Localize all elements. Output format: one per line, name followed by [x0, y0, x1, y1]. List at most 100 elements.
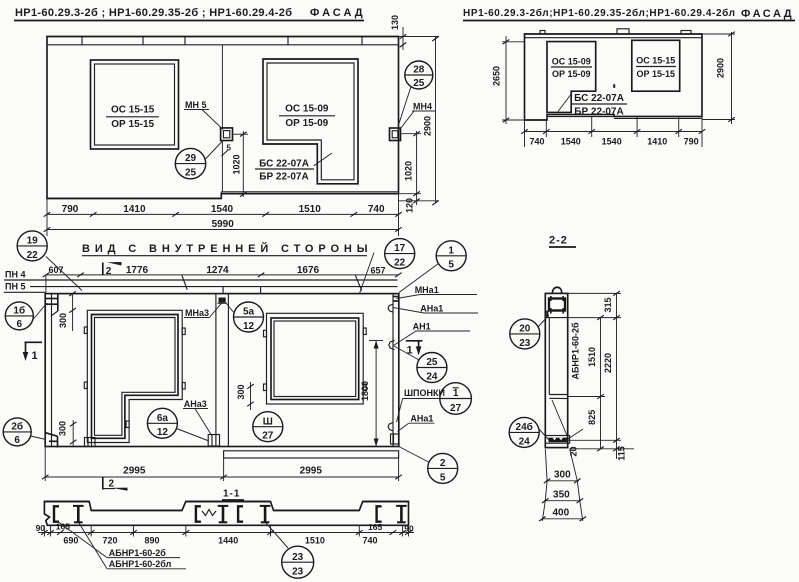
- svg-text:1: 1: [407, 345, 413, 357]
- svg-text:2: 2: [106, 266, 112, 277]
- svg-text:ФАСАД: ФАСАД: [310, 7, 366, 19]
- svg-text:1776: 1776: [126, 265, 149, 276]
- svg-text:315: 315: [603, 297, 613, 312]
- svg-text:1020: 1020: [404, 161, 414, 181]
- svg-text:БС 22-07А: БС 22-07А: [574, 93, 624, 104]
- svg-text:НР1-60.29.3-2бл;НР1-60.29.35-2: НР1-60.29.3-2бл;НР1-60.29.35-2бл;НР1-60.…: [463, 7, 735, 19]
- svg-text:1540: 1540: [211, 204, 234, 215]
- svg-text:300: 300: [236, 384, 246, 399]
- svg-text:АБНР1-60-2б: АБНР1-60-2б: [571, 322, 581, 379]
- svg-text:5: 5: [448, 260, 454, 271]
- svg-text:Ш: Ш: [263, 416, 273, 427]
- svg-text:23: 23: [519, 338, 531, 349]
- svg-text:2б: 2б: [11, 421, 23, 433]
- svg-text:24: 24: [519, 436, 531, 447]
- svg-text:ВИД С ВНУТРЕННЕЙ СТОРОНЫ: ВИД С ВНУТРЕННЕЙ СТОРОНЫ: [82, 242, 372, 255]
- svg-text:2-2: 2-2: [549, 235, 568, 247]
- svg-text:1274: 1274: [206, 265, 229, 276]
- svg-text:790: 790: [62, 204, 79, 215]
- svg-text:825: 825: [587, 410, 597, 425]
- svg-text:2650: 2650: [492, 66, 502, 86]
- svg-text:1800: 1800: [360, 381, 370, 401]
- svg-text:ОР 15-09: ОР 15-09: [552, 69, 591, 79]
- svg-text:20: 20: [519, 324, 531, 335]
- svg-text:МНа1: МНа1: [415, 285, 439, 295]
- svg-text:657: 657: [370, 266, 385, 276]
- svg-text:1510: 1510: [299, 204, 322, 215]
- svg-text:БР 22-07А: БР 22-07А: [574, 107, 623, 118]
- svg-text:6: 6: [14, 435, 20, 446]
- svg-text:2900: 2900: [423, 116, 433, 136]
- svg-text:90: 90: [404, 524, 414, 534]
- svg-text:23: 23: [292, 552, 304, 563]
- svg-text:1б: 1б: [13, 305, 25, 317]
- svg-text:1410: 1410: [123, 204, 146, 215]
- svg-text:1: 1: [448, 245, 454, 256]
- svg-text:2: 2: [109, 479, 115, 490]
- svg-text:ОС 15-15: ОС 15-15: [111, 105, 155, 116]
- svg-text:22: 22: [394, 257, 406, 268]
- svg-text:400: 400: [552, 508, 569, 519]
- svg-text:1: 1: [32, 350, 38, 362]
- svg-text:АБНР1-60-2б: АБНР1-60-2б: [109, 548, 166, 558]
- svg-text:АНа1: АНа1: [420, 304, 443, 314]
- svg-text:350: 350: [553, 490, 570, 501]
- svg-text:690: 690: [63, 536, 78, 546]
- svg-text:2995: 2995: [300, 466, 323, 477]
- svg-text:2220: 2220: [603, 353, 613, 373]
- svg-text:740: 740: [529, 137, 544, 147]
- svg-text:5а: 5а: [243, 307, 255, 318]
- svg-text:23: 23: [292, 567, 304, 578]
- svg-text:МН 5: МН 5: [185, 100, 207, 110]
- svg-text:ОР 15-09: ОР 15-09: [285, 118, 328, 129]
- svg-text:165: 165: [368, 522, 382, 532]
- svg-text:1510: 1510: [305, 536, 325, 546]
- svg-text:120: 120: [405, 198, 415, 213]
- svg-text:ПН 5: ПН 5: [5, 282, 25, 292]
- svg-text:25: 25: [413, 78, 425, 89]
- svg-text:5: 5: [440, 472, 446, 483]
- svg-text:12: 12: [157, 427, 169, 438]
- svg-text:ШПОНКИ: ШПОНКИ: [404, 388, 445, 398]
- svg-text:ОС 15-15: ОС 15-15: [636, 56, 675, 66]
- svg-text:165: 165: [56, 522, 70, 532]
- svg-text:ОР 15-15: ОР 15-15: [637, 69, 676, 79]
- svg-text:27: 27: [450, 403, 462, 414]
- svg-text:24: 24: [426, 371, 438, 382]
- svg-text:5: 5: [227, 144, 232, 153]
- svg-text:17: 17: [394, 243, 406, 254]
- svg-text:1020: 1020: [232, 154, 242, 174]
- svg-text:740: 740: [368, 204, 385, 215]
- svg-text:АБНР1-60-2бл: АБНР1-60-2бл: [109, 559, 172, 569]
- svg-text:740: 740: [362, 536, 377, 546]
- svg-text:1410: 1410: [647, 137, 667, 147]
- svg-text:НР1-60.29.3-2б ; НР1-60.29.35-: НР1-60.29.3-2б ; НР1-60.29.35-2б ; НР1-6…: [15, 7, 292, 19]
- svg-text:1: 1: [453, 388, 459, 399]
- svg-text:2: 2: [440, 458, 446, 469]
- svg-text:1510: 1510: [587, 347, 597, 367]
- svg-text:607: 607: [48, 265, 63, 275]
- svg-text:28: 28: [413, 65, 425, 76]
- svg-text:25: 25: [426, 357, 438, 368]
- svg-text:19: 19: [27, 236, 39, 247]
- svg-text:БР 22-07А: БР 22-07А: [259, 172, 308, 183]
- svg-text:ОС 15-09: ОС 15-09: [552, 57, 591, 67]
- svg-text:300: 300: [58, 313, 68, 328]
- svg-text:ФАСАД: ФАСАД: [741, 8, 794, 20]
- svg-text:МНа3: МНа3: [185, 308, 209, 318]
- svg-text:АНа1: АНа1: [410, 413, 433, 423]
- svg-text:130: 130: [390, 15, 400, 30]
- svg-text:22: 22: [27, 250, 39, 261]
- svg-text:790: 790: [684, 137, 699, 147]
- svg-text:27: 27: [262, 431, 274, 442]
- svg-text:АНа3: АНа3: [184, 399, 207, 409]
- svg-text:ОС 15-09: ОС 15-09: [285, 104, 329, 115]
- svg-text:1440: 1440: [218, 536, 238, 546]
- svg-text:90: 90: [36, 523, 46, 533]
- svg-text:5990: 5990: [212, 219, 235, 230]
- svg-text:2900: 2900: [716, 58, 726, 78]
- svg-text:115: 115: [617, 446, 627, 461]
- svg-text:ОР 15-15: ОР 15-15: [111, 119, 154, 130]
- svg-text:890: 890: [144, 536, 159, 546]
- svg-text:6а: 6а: [157, 413, 169, 424]
